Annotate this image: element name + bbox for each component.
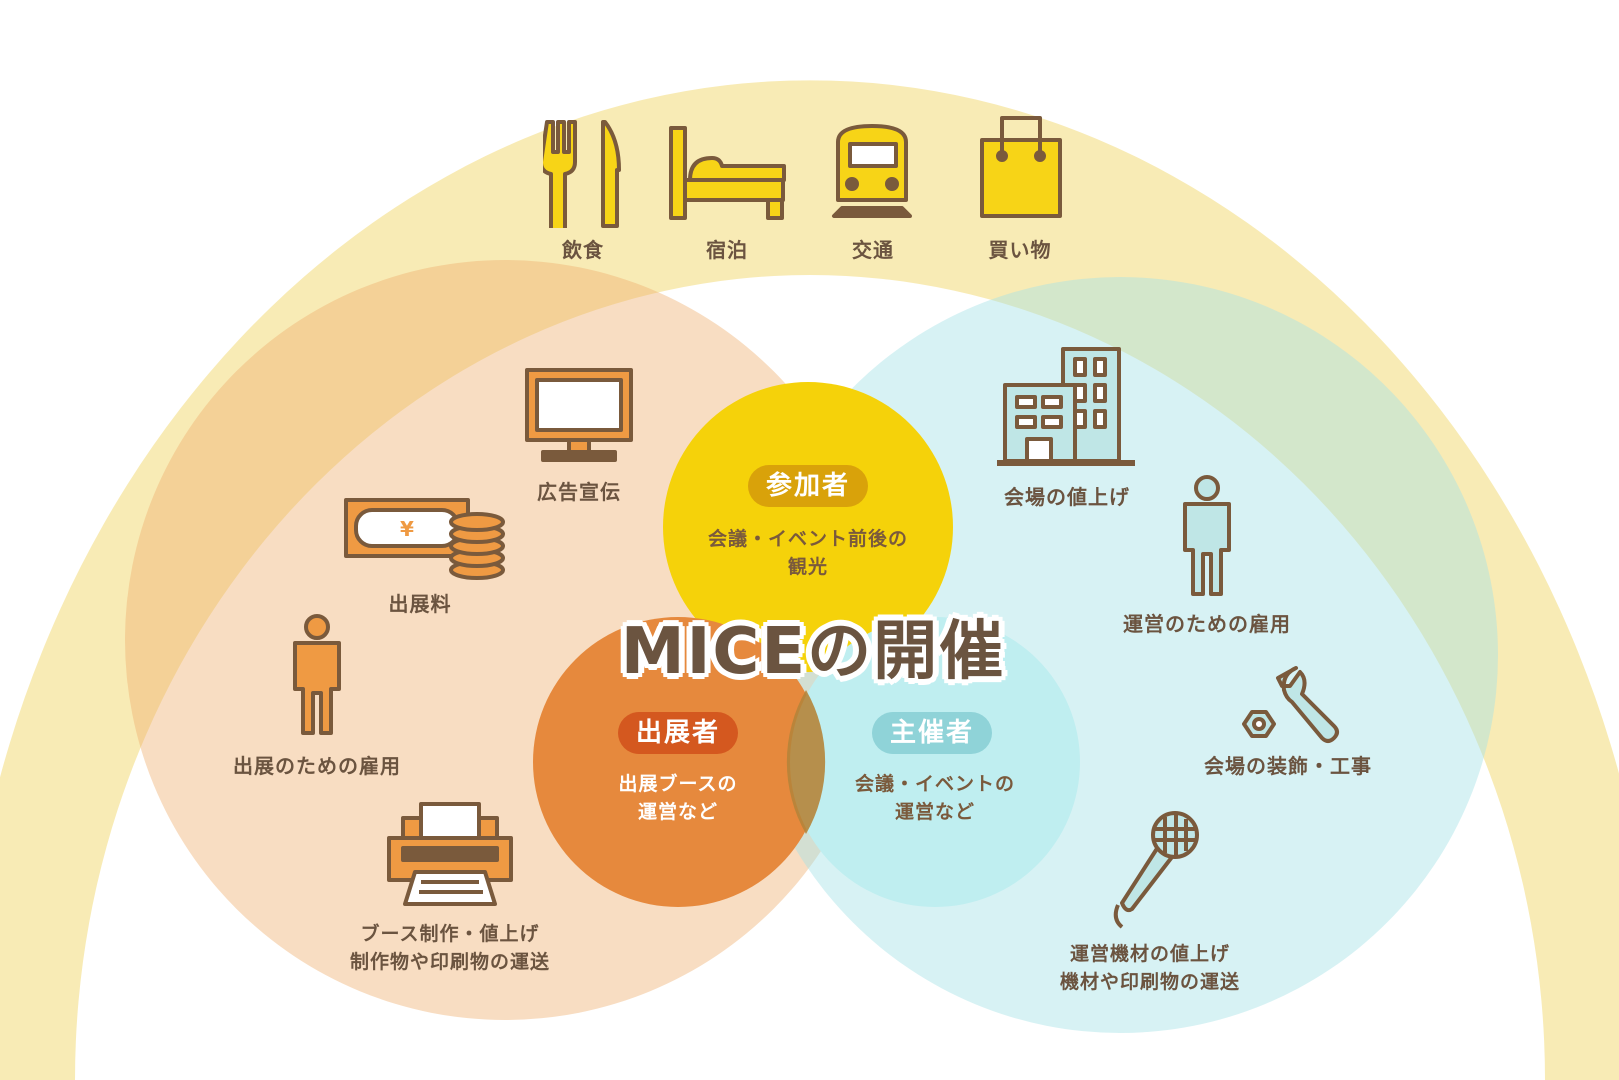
left-label-advertising: 広告宣伝 [537,480,621,504]
main-title: MICEの開催 [620,615,1006,689]
top-label-lodging: 宿泊 [706,238,748,262]
overlap-lens [786,690,826,834]
person-icon-right [1183,475,1231,596]
right-label-decoration: 会場の装飾・工事 [1204,754,1372,778]
left-label-booth-1: ブース制作・値上げ [360,923,540,945]
top-label-transport: 交通 [852,238,894,262]
fork-knife-icon [543,120,621,228]
participant-text-1: 会議・イベント前後の [707,528,909,550]
bed-icon [669,126,786,220]
left-label-booth-2: 制作物や印刷物の運送 [349,951,551,973]
left-label-exhibit-hiring: 出展のための雇用 [233,754,401,778]
organizer-text-2: 運営など [894,801,976,823]
exhibitor-label: 出展者 [617,712,739,754]
building-icon [997,347,1135,466]
top-label-shopping: 買い物 [988,238,1052,262]
microphone-icon [1113,811,1199,929]
monitor-icon [525,368,633,462]
top-label-food: 飲食 [562,238,604,262]
participant-circle [663,382,953,672]
organizer-circle [790,617,1080,907]
wrench-nut-icon [1242,666,1339,743]
train-icon [832,124,912,218]
right-label-equipment-1: 運営機材の値上げ [1069,943,1231,965]
right-label-equipment-2: 機材や印刷物の運送 [1059,971,1241,993]
money-coins-icon: ¥ [344,498,505,580]
outer-band [0,80,1619,1080]
exhibitor-circle [533,617,823,907]
organizer-label: 主催者 [871,712,993,754]
right-label-operation-hiring: 運営のための雇用 [1123,612,1291,636]
exhibitor-text-2: 運営など [637,801,719,823]
svg-text:¥: ¥ [400,517,414,541]
participant-text-2: 観光 [787,556,829,578]
left-label-exhibit-fee: 出展料 [388,592,452,616]
shopping-bag-icon [980,116,1062,218]
printer-icon [387,802,513,906]
person-icon [293,614,341,735]
organizer-text-1: 会議・イベントの [854,773,1016,795]
exhibitor-text-1: 出展ブースの [618,773,738,795]
right-label-venue-price: 会場の値上げ [1004,485,1130,509]
participant-label: 参加者 [747,465,869,507]
